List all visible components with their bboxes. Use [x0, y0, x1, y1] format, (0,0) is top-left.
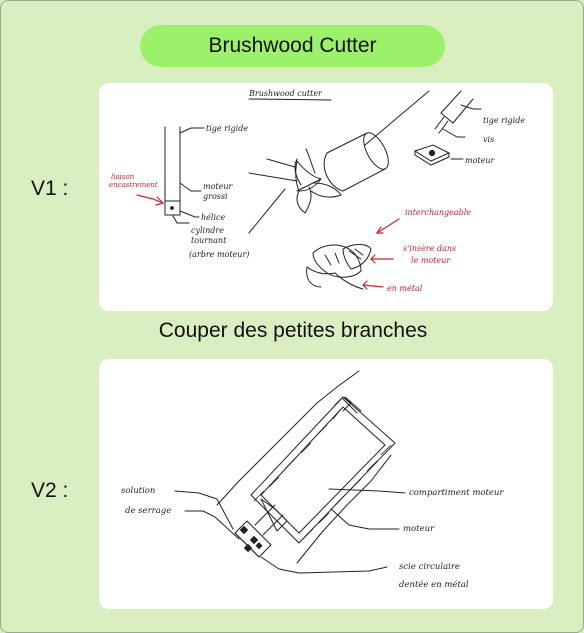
v2-label: V2 : [31, 479, 69, 502]
page-title: Brushwood Cutter [208, 34, 377, 57]
v2-serrage-1: solution [121, 486, 155, 496]
v1-sketch: Brushwood cutter tige rigide tige rigide… [109, 89, 525, 293]
v2-compartiment: compartiment moteur [409, 488, 504, 498]
v1-insere-1: s'insère dans [403, 244, 456, 253]
v1-moteur-right: moteur [465, 156, 496, 165]
v1-helice: hélice [201, 213, 225, 222]
v1-cylindre-3: (arbre moteur) [189, 250, 249, 259]
v1-liaison-2: encastrement [109, 181, 158, 189]
v2-serrage-2: de serrage [125, 506, 171, 516]
title-pill: Brushwood Cutter [140, 25, 445, 67]
v1-tige-rigide-left: tige rigide [206, 124, 248, 133]
caption: Couper des petites branches [158, 319, 428, 342]
v1-sketch-title: Brushwood cutter [248, 89, 323, 98]
v1-label: V1 : [31, 177, 69, 200]
v1-insere-2: le moteur [411, 256, 451, 265]
v1-tige-rigide-right: tige rigide [483, 116, 525, 125]
v1-moteur-gauche-2: grossi [203, 192, 228, 201]
v1-cylindre-1: cylindre [191, 226, 224, 235]
v1-interchangeable: interchangeable [405, 208, 471, 217]
v2-sketch-card: solution de serrage compartiment moteur … [99, 359, 553, 609]
v2-moteur: moteur [403, 524, 435, 534]
v2-scie-1: scie circulaire [399, 562, 460, 572]
v2-scie-2: dentée en métal [399, 579, 469, 590]
v1-en-metal: en métal [387, 284, 423, 293]
v1-sketch-card: Brushwood cutter tige rigide tige rigide… [99, 83, 553, 311]
v1-cylindre-2: tournant [191, 236, 227, 245]
v2-sketch: solution de serrage compartiment moteur … [121, 370, 504, 590]
v1-moteur-gauche-1: moteur [203, 182, 234, 191]
v1-liaison-1: liaison [111, 173, 135, 181]
v1-vis: vis [483, 135, 494, 144]
